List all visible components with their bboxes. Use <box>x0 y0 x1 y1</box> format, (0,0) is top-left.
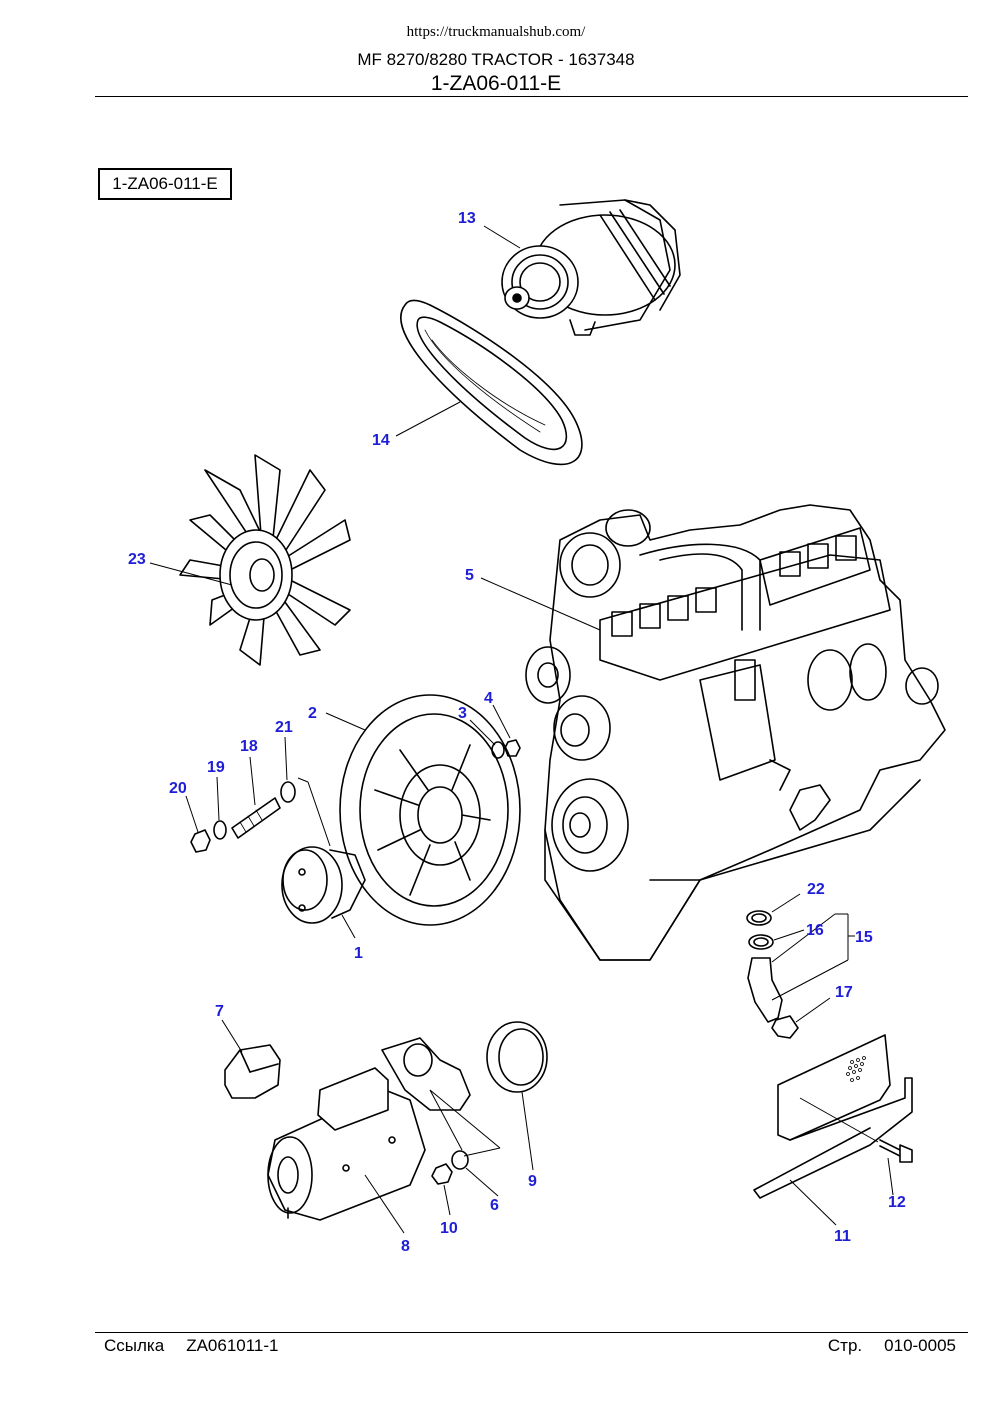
callout-5: 5 <box>465 567 474 584</box>
footer-page: Стр. 010-0005 <box>806 1336 956 1356</box>
callout-21: 21 <box>275 719 293 736</box>
callout-9: 9 <box>528 1173 537 1190</box>
callout-2: 2 <box>308 705 317 722</box>
hub-drawing <box>281 846 366 924</box>
footer-ref-label: Ссылка <box>104 1336 165 1355</box>
bracket-plate-drawing <box>753 1034 913 1199</box>
callout-19: 19 <box>207 759 225 776</box>
callout-4: 4 <box>484 690 493 707</box>
callout-1: 1 <box>354 945 363 962</box>
callout-14: 14 <box>372 432 390 449</box>
callout-3: 3 <box>458 705 467 722</box>
source-url: https://truckmanualshub.com/ <box>406 24 586 40</box>
fan-drawing <box>179 454 351 666</box>
callout-18: 18 <box>240 738 258 755</box>
header-rule <box>95 96 968 97</box>
washer-drawing <box>491 741 505 759</box>
belt-drawing <box>400 299 583 466</box>
seal-ring-drawing <box>486 1021 548 1093</box>
footer-page-value: 010-0005 <box>884 1336 956 1355</box>
diagram-code: 1-ZA06-011-E <box>430 72 562 95</box>
fan-shroud-drawing <box>339 694 521 926</box>
footer-page-label: Стр. <box>827 1336 863 1355</box>
callout-10: 10 <box>440 1220 458 1237</box>
callout-20: 20 <box>169 780 187 797</box>
callout-7: 7 <box>215 1003 224 1020</box>
washer-6-drawing <box>451 1150 469 1170</box>
callout-23: 23 <box>128 551 146 568</box>
leader-lines <box>149 225 894 1234</box>
callout-16: 16 <box>806 922 824 939</box>
document-title: MF 8270/8280 TRACTOR - 1637348 <box>357 50 635 69</box>
starter-motor-drawing <box>267 1037 471 1221</box>
callout-12: 12 <box>888 1194 906 1211</box>
callout-6: 6 <box>490 1197 499 1214</box>
callout-22: 22 <box>807 881 825 898</box>
nut-drawing <box>504 739 521 757</box>
reference-box: 1-ZA06-011-E <box>98 168 232 200</box>
footer-ref-value: ZA061011-1 <box>186 1336 279 1355</box>
callout-15: 15 <box>855 929 873 946</box>
bolt-drawing <box>879 1139 913 1163</box>
footer-reference: Ссылка ZA061011-1 <box>104 1336 301 1356</box>
callout-labels: 1 2 3 4 5 6 7 8 9 10 11 12 13 14 15 16 1… <box>128 210 906 1255</box>
callout-13: 13 <box>458 210 476 227</box>
callout-17: 17 <box>835 984 853 1001</box>
engine-drawing <box>525 504 946 961</box>
stud-assembly-drawing <box>190 781 296 853</box>
alternator-drawing <box>501 199 681 336</box>
callout-8: 8 <box>401 1238 410 1255</box>
nut-10-drawing <box>431 1163 453 1185</box>
sensor-drawing <box>224 1044 281 1099</box>
elbow-fitting-drawing <box>746 910 799 1039</box>
callout-11: 11 <box>834 1228 851 1245</box>
footer-rule <box>95 1332 968 1333</box>
